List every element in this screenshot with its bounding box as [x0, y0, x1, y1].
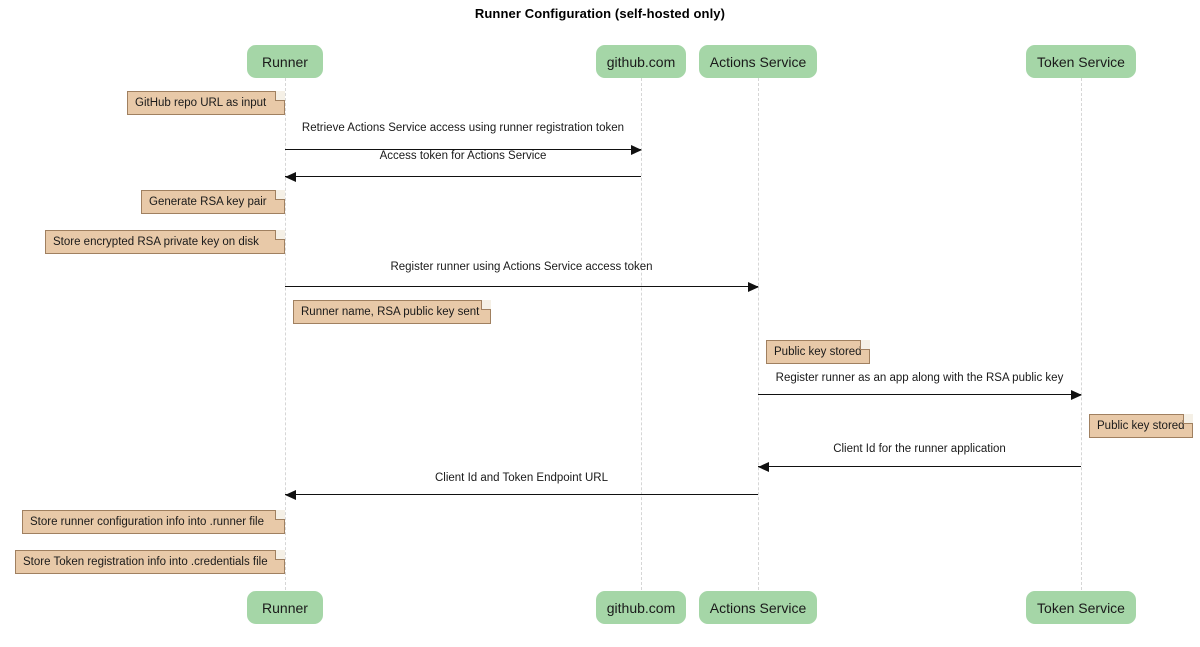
note-text: Store Token registration info into .cred…: [23, 556, 268, 568]
note: Public key stored: [766, 340, 870, 364]
note: Store runner configuration info into .ru…: [22, 510, 285, 534]
note-fold-corner-icon: [481, 300, 491, 310]
message-label: Register runner using Actions Service ac…: [390, 261, 653, 273]
note-text: Runner name, RSA public key sent: [301, 306, 480, 318]
arrowhead-left-icon: [285, 490, 296, 500]
message-line: [758, 394, 1081, 395]
note-fold-corner-icon: [275, 510, 285, 520]
participant-footer-github-com[interactable]: github.com: [596, 591, 686, 624]
participant-footer-actions-service[interactable]: Actions Service: [699, 591, 817, 624]
lifeline-token-service: [1081, 78, 1082, 590]
note: Store Token registration info into .cred…: [15, 550, 285, 574]
message-label: Retrieve Actions Service access using ru…: [301, 122, 625, 134]
note-text: Public key stored: [1097, 420, 1185, 432]
arrowhead-left-icon: [285, 172, 296, 182]
participant-footer-runner[interactable]: Runner: [247, 591, 323, 624]
arrowhead-right-icon: [1071, 390, 1082, 400]
note: GitHub repo URL as input: [127, 91, 285, 115]
note-fold-corner-icon: [275, 550, 285, 560]
message-line: [285, 286, 758, 287]
message-label: Access token for Actions Service: [379, 150, 547, 162]
note-fold-corner-icon: [275, 91, 285, 101]
message-line: [758, 466, 1081, 467]
arrowhead-right-icon: [748, 282, 759, 292]
participant-header-github-com[interactable]: github.com: [596, 45, 686, 78]
note: Store encrypted RSA private key on disk: [45, 230, 285, 254]
note-text: GitHub repo URL as input: [135, 97, 267, 109]
lifeline-actions-service: [758, 78, 759, 590]
message-line: [285, 176, 641, 177]
lifeline-github-com: [641, 78, 642, 590]
diagram-title: Runner Configuration (self-hosted only): [474, 6, 726, 21]
note: Generate RSA key pair: [141, 190, 285, 214]
participant-footer-token-service[interactable]: Token Service: [1026, 591, 1136, 624]
note: Runner name, RSA public key sent: [293, 300, 491, 324]
message-label: Register runner as an app along with the…: [775, 372, 1064, 384]
arrowhead-left-icon: [758, 462, 769, 472]
message-line: [285, 149, 641, 150]
note-text: Generate RSA key pair: [149, 196, 267, 208]
arrowhead-right-icon: [631, 145, 642, 155]
note-fold-corner-icon: [1183, 414, 1193, 424]
lifeline-runner: [285, 78, 286, 590]
note: Public key stored: [1089, 414, 1193, 438]
note-fold-corner-icon: [275, 230, 285, 240]
message-line: [285, 494, 758, 495]
note-text: Public key stored: [774, 346, 862, 358]
message-label: Client Id for the runner application: [833, 443, 1006, 455]
participant-header-runner[interactable]: Runner: [247, 45, 323, 78]
note-fold-corner-icon: [275, 190, 285, 200]
participant-header-actions-service[interactable]: Actions Service: [699, 45, 817, 78]
note-text: Store encrypted RSA private key on disk: [53, 236, 259, 248]
note-text: Store runner configuration info into .ru…: [30, 516, 264, 528]
note-fold-corner-icon: [860, 340, 870, 350]
participant-header-token-service[interactable]: Token Service: [1026, 45, 1136, 78]
message-label: Client Id and Token Endpoint URL: [434, 472, 609, 484]
